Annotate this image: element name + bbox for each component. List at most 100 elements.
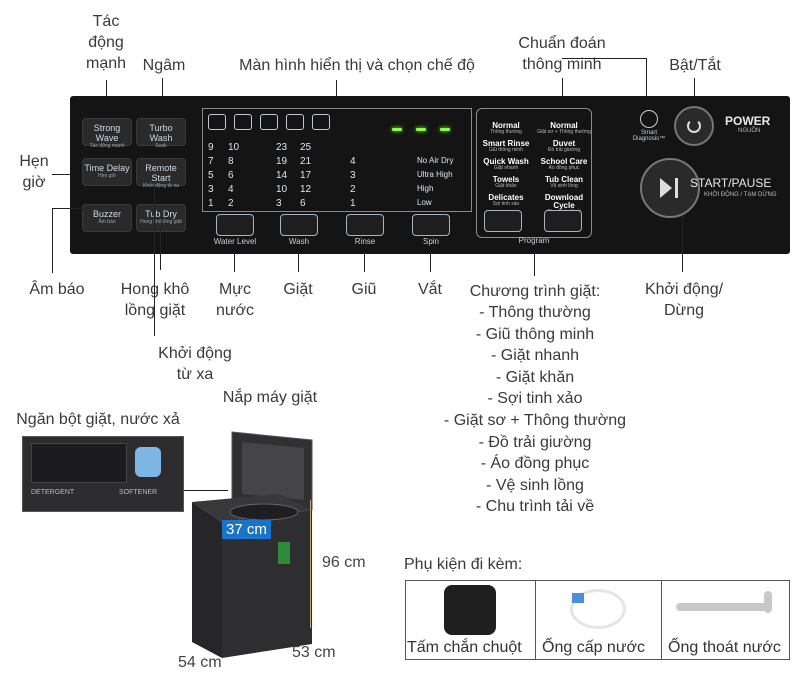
connector xyxy=(336,80,337,108)
front-dimension: 54 cm xyxy=(178,654,222,671)
drawer-softener-cup xyxy=(135,447,161,477)
display-number: 3 xyxy=(350,170,356,181)
program-button-left[interactable] xyxy=(484,210,522,232)
program-option-sub: Giặt sơ + Thông thường xyxy=(537,129,591,135)
program-button-right[interactable] xyxy=(544,210,582,232)
basket-icon xyxy=(208,114,226,130)
inlet-hose-fitting xyxy=(572,593,584,603)
callout-man-hinh: Màn hình hiển thị và chọn chế độ xyxy=(239,57,475,74)
spin-dry-icon xyxy=(312,114,330,130)
accessory-label: Ống cấp nước xyxy=(542,639,646,656)
display-number: 2 xyxy=(228,198,234,209)
wash-button[interactable] xyxy=(280,214,318,236)
display-number: 25 xyxy=(300,142,312,153)
callout-khoi-dong-tu-xa: Khởi động từ xa xyxy=(158,345,232,383)
callout-hong-kho: Hong khô lồng giặt xyxy=(120,281,190,319)
callout-khoi-dong-dung: Khởi động/ Dừng xyxy=(644,281,724,319)
program-option-sub: Vệ sinh lồng xyxy=(550,183,578,189)
tub-dry-button[interactable]: Tub Dry Hong khô lồng giặt xyxy=(136,204,186,232)
display-number: 6 xyxy=(300,198,306,209)
water-level-button[interactable] xyxy=(216,214,254,236)
start-pause-button[interactable] xyxy=(640,158,700,218)
program-list-title: Chương trình giặt: xyxy=(469,283,601,300)
strong-wave-label: Strong Wave xyxy=(93,123,121,143)
drawer-label-left: DETERGENT xyxy=(31,489,75,496)
callout-hen-gio: Hẹn giờ xyxy=(19,153,49,191)
display-number: 6 xyxy=(228,170,234,181)
smart-diagnosis-icon[interactable] xyxy=(640,110,658,128)
accessories-panel: Tấm chắn chuột Ống cấp nước Ống thoát nư… xyxy=(405,580,790,660)
play-pause-icon xyxy=(660,178,672,198)
spin-button[interactable] xyxy=(412,214,450,236)
accessories-title: Phụ kiện đi kèm: xyxy=(404,556,523,573)
display-number: 1 xyxy=(208,198,214,209)
detergent-drawer: DETERGENT SOFTENER xyxy=(22,436,184,512)
wash-label: Wash xyxy=(288,237,310,246)
callout-tac-dong-manh: Tác động mạnh xyxy=(85,13,127,72)
display-number: 10 xyxy=(228,142,240,153)
smart-diagnosis-label: Smart Diagnosis™ xyxy=(632,130,666,142)
callout-bat-tat: Bật/Tắt xyxy=(669,57,721,74)
connector xyxy=(160,228,161,270)
connector xyxy=(52,208,53,273)
callout-giat: Giặt xyxy=(283,281,313,298)
turbo-wash-button[interactable]: Turbo Wash Soak xyxy=(136,118,186,149)
program-list-item: - Giặt khăn xyxy=(495,368,575,386)
callout-nap-may-giat: Nắp máy giặt xyxy=(222,389,318,406)
callout-ngam: Ngâm xyxy=(142,57,186,74)
time-delay-button[interactable]: Time Delay Hẹn giờ xyxy=(82,158,132,186)
power-sub-label: NGUỒN xyxy=(738,128,761,134)
display-number: 5 xyxy=(208,170,214,181)
display-number: 23 xyxy=(276,142,288,153)
strong-wave-button[interactable]: Strong Wave Tác động mạnh xyxy=(82,118,132,149)
program-option-sub: Giặt nhanh xyxy=(493,165,519,171)
connector xyxy=(646,58,647,112)
spin-label: Spin xyxy=(422,237,439,246)
spin-icon xyxy=(286,114,304,130)
rinse-icon xyxy=(260,114,278,130)
connector xyxy=(562,78,563,104)
water-level-label: Water Level xyxy=(213,237,257,246)
remote-start-label: Remote Start xyxy=(145,163,177,183)
program-list-item: - Giặt nhanh xyxy=(490,347,580,365)
start-pause-sub-label: KHỞI ĐỘNG / TẠM DỪNG xyxy=(704,192,777,198)
display-number: 2 xyxy=(350,184,356,195)
strong-wave-sub: Tác động mạnh xyxy=(89,143,125,149)
display-number: 1 xyxy=(350,198,356,209)
program-list-item: - Giặt sơ + Thông thường xyxy=(443,411,627,429)
power-button[interactable] xyxy=(674,106,714,146)
height-dimension-line xyxy=(310,500,311,628)
width-badge: 37 cm xyxy=(222,520,271,539)
display-number: 12 xyxy=(300,184,312,195)
drain-hose-icon xyxy=(676,603,772,611)
program-option-name: Towels xyxy=(492,175,520,184)
spin-option: High xyxy=(417,184,434,193)
display-number: 17 xyxy=(300,170,312,181)
accessory-label: Ống thoát nước xyxy=(668,639,781,656)
time-delay-sub: Hẹn giờ xyxy=(98,173,116,179)
display-number: 7 xyxy=(208,156,214,167)
rinse-button[interactable] xyxy=(346,214,384,236)
program-list-items: - Thông thường- Giũ thông minh- Giặt nha… xyxy=(420,302,650,518)
callout-muc-nuoc: Mực nước xyxy=(215,281,255,319)
display-number: 3 xyxy=(276,198,282,209)
buzzer-label: Buzzer xyxy=(92,209,121,219)
program-list-item: - Đồ trải giường xyxy=(478,433,592,451)
start-pause-label: START/PAUSE xyxy=(690,176,772,190)
spin-option: Low xyxy=(417,198,432,207)
program-option-sub: Đồ trải giường xyxy=(547,147,581,153)
connector xyxy=(430,252,431,272)
spin-option: No Air Dry xyxy=(417,156,454,165)
drain-hose-end xyxy=(764,591,772,613)
remote-start-button[interactable]: Remote Start Khởi động từ xa xyxy=(136,158,186,189)
drawer-label-right: SOFTENER xyxy=(119,489,158,496)
